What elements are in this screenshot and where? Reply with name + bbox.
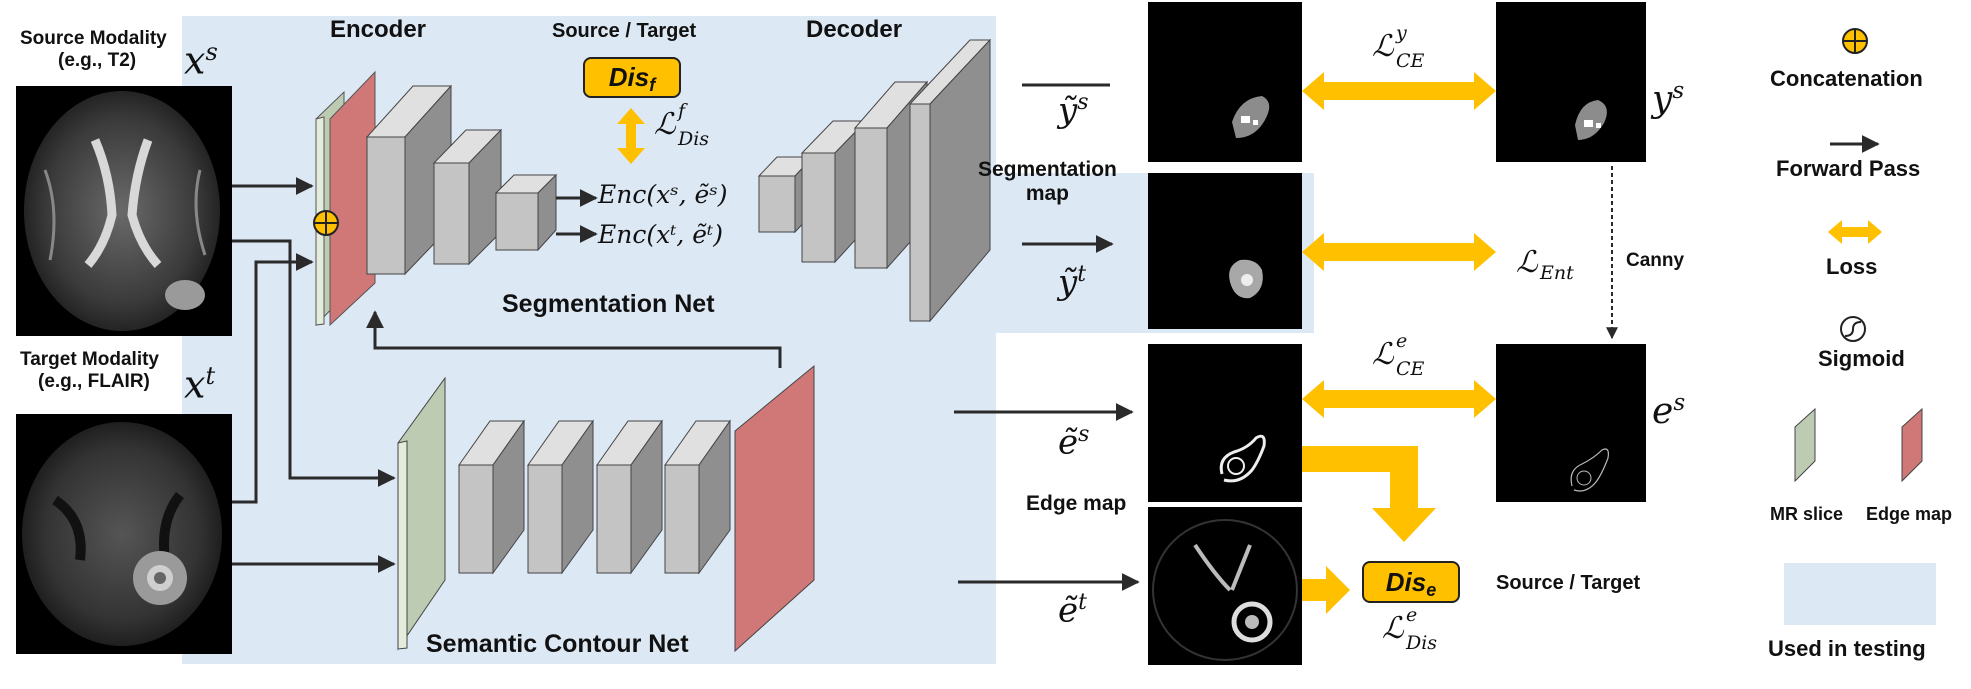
dis-f-box [583, 57, 681, 98]
legend-used-in-testing-label: Used in testing [1768, 636, 1926, 661]
encoder-concat-icon [313, 210, 339, 236]
encoder-title: Encoder [330, 16, 427, 43]
gt-seg-image [1496, 2, 1646, 162]
source-target-dis-f-label: Source / Target [552, 20, 697, 42]
loss-arrow-dis-f [617, 108, 645, 164]
ys-symbol: ys [1652, 78, 1685, 120]
es-symbol: es [1652, 390, 1686, 432]
xt-symbol: xt [184, 362, 216, 407]
ys-tilde-symbol: ỹs [1058, 90, 1089, 131]
pred-edge-target-image [1148, 507, 1302, 665]
target-mr-image [16, 414, 232, 654]
legend-loss-label: Loss [1826, 254, 1878, 279]
source-target-dis-e-label: Source / Target [1496, 572, 1641, 594]
contour-block-2 [527, 419, 594, 575]
source-mr-image [16, 86, 232, 336]
yt-tilde-symbol: ỹt [1058, 262, 1087, 303]
legend-edge-map-icon [1901, 407, 1923, 483]
legend-mr-slice-label: MR slice [1770, 504, 1844, 524]
loss-arrow-ce-y [1302, 72, 1496, 110]
canny-label: Canny [1626, 250, 1685, 271]
decoder-title: Decoder [806, 16, 903, 43]
contour-mr-slice [397, 376, 446, 651]
legend-loss-arrow-icon [1828, 220, 1882, 244]
dis-e-box [1362, 561, 1460, 603]
legend-sigmoid-icon [1840, 316, 1866, 342]
loss-arrow-edge-to-dis [1302, 446, 1436, 542]
pred-edge-source-image [1148, 344, 1302, 502]
source-modality-label: Source Modality (e.g., T2) [20, 28, 167, 71]
contour-block-1 [458, 419, 525, 575]
semantic-contour-net-title: Semantic Contour Net [426, 630, 689, 658]
legend-concat-icon [1842, 28, 1868, 54]
contour-edge-output [734, 364, 815, 653]
dis-e-label: Dise [1386, 567, 1436, 600]
legend-testing-swatch [1784, 563, 1936, 625]
segmentation-map-label: Segmentation map [978, 158, 1117, 205]
legend-mr-slice-icon [1794, 407, 1816, 483]
es-tilde-symbol: ẽs [1058, 422, 1090, 463]
pred-seg-source-image [1148, 2, 1302, 162]
encoder-block-3 [494, 173, 558, 252]
legend-forward-pass-label: Forward Pass [1776, 156, 1921, 181]
legend-concatenation-label: Concatenation [1770, 66, 1923, 91]
enc-source-feature: Enc(xˢ, ẽˢ) [598, 180, 728, 209]
segmentation-net-title: Segmentation Net [502, 290, 715, 318]
gt-edge-image [1496, 344, 1646, 502]
loss-arrow-ce-e [1302, 380, 1496, 418]
pred-seg-target-image [1148, 173, 1302, 329]
decoder-block-4 [908, 38, 992, 323]
legend-sigmoid-label: Sigmoid [1818, 346, 1905, 371]
encoder-block-2 [432, 128, 503, 266]
contour-block-4 [664, 419, 731, 575]
et-tilde-symbol: ẽt [1058, 590, 1087, 631]
legend-edge-map-label: Edge map [1866, 504, 1953, 524]
loss-arrow-edge-target-to-dis [1302, 566, 1350, 614]
target-modality-label: Target Modality (e.g., FLAIR) [20, 349, 159, 392]
encoder-edge-slice [329, 70, 376, 327]
edge-map-label: Edge map [1026, 492, 1127, 515]
xs-symbol: xs [184, 38, 218, 83]
loss-arrow-ent [1302, 233, 1496, 271]
enc-target-feature: Enc(xᵗ, ẽᵗ) [598, 220, 723, 249]
forward-arrows [232, 83, 1140, 591]
dis-f-label: Disf [609, 62, 657, 95]
contour-block-3 [596, 419, 663, 575]
